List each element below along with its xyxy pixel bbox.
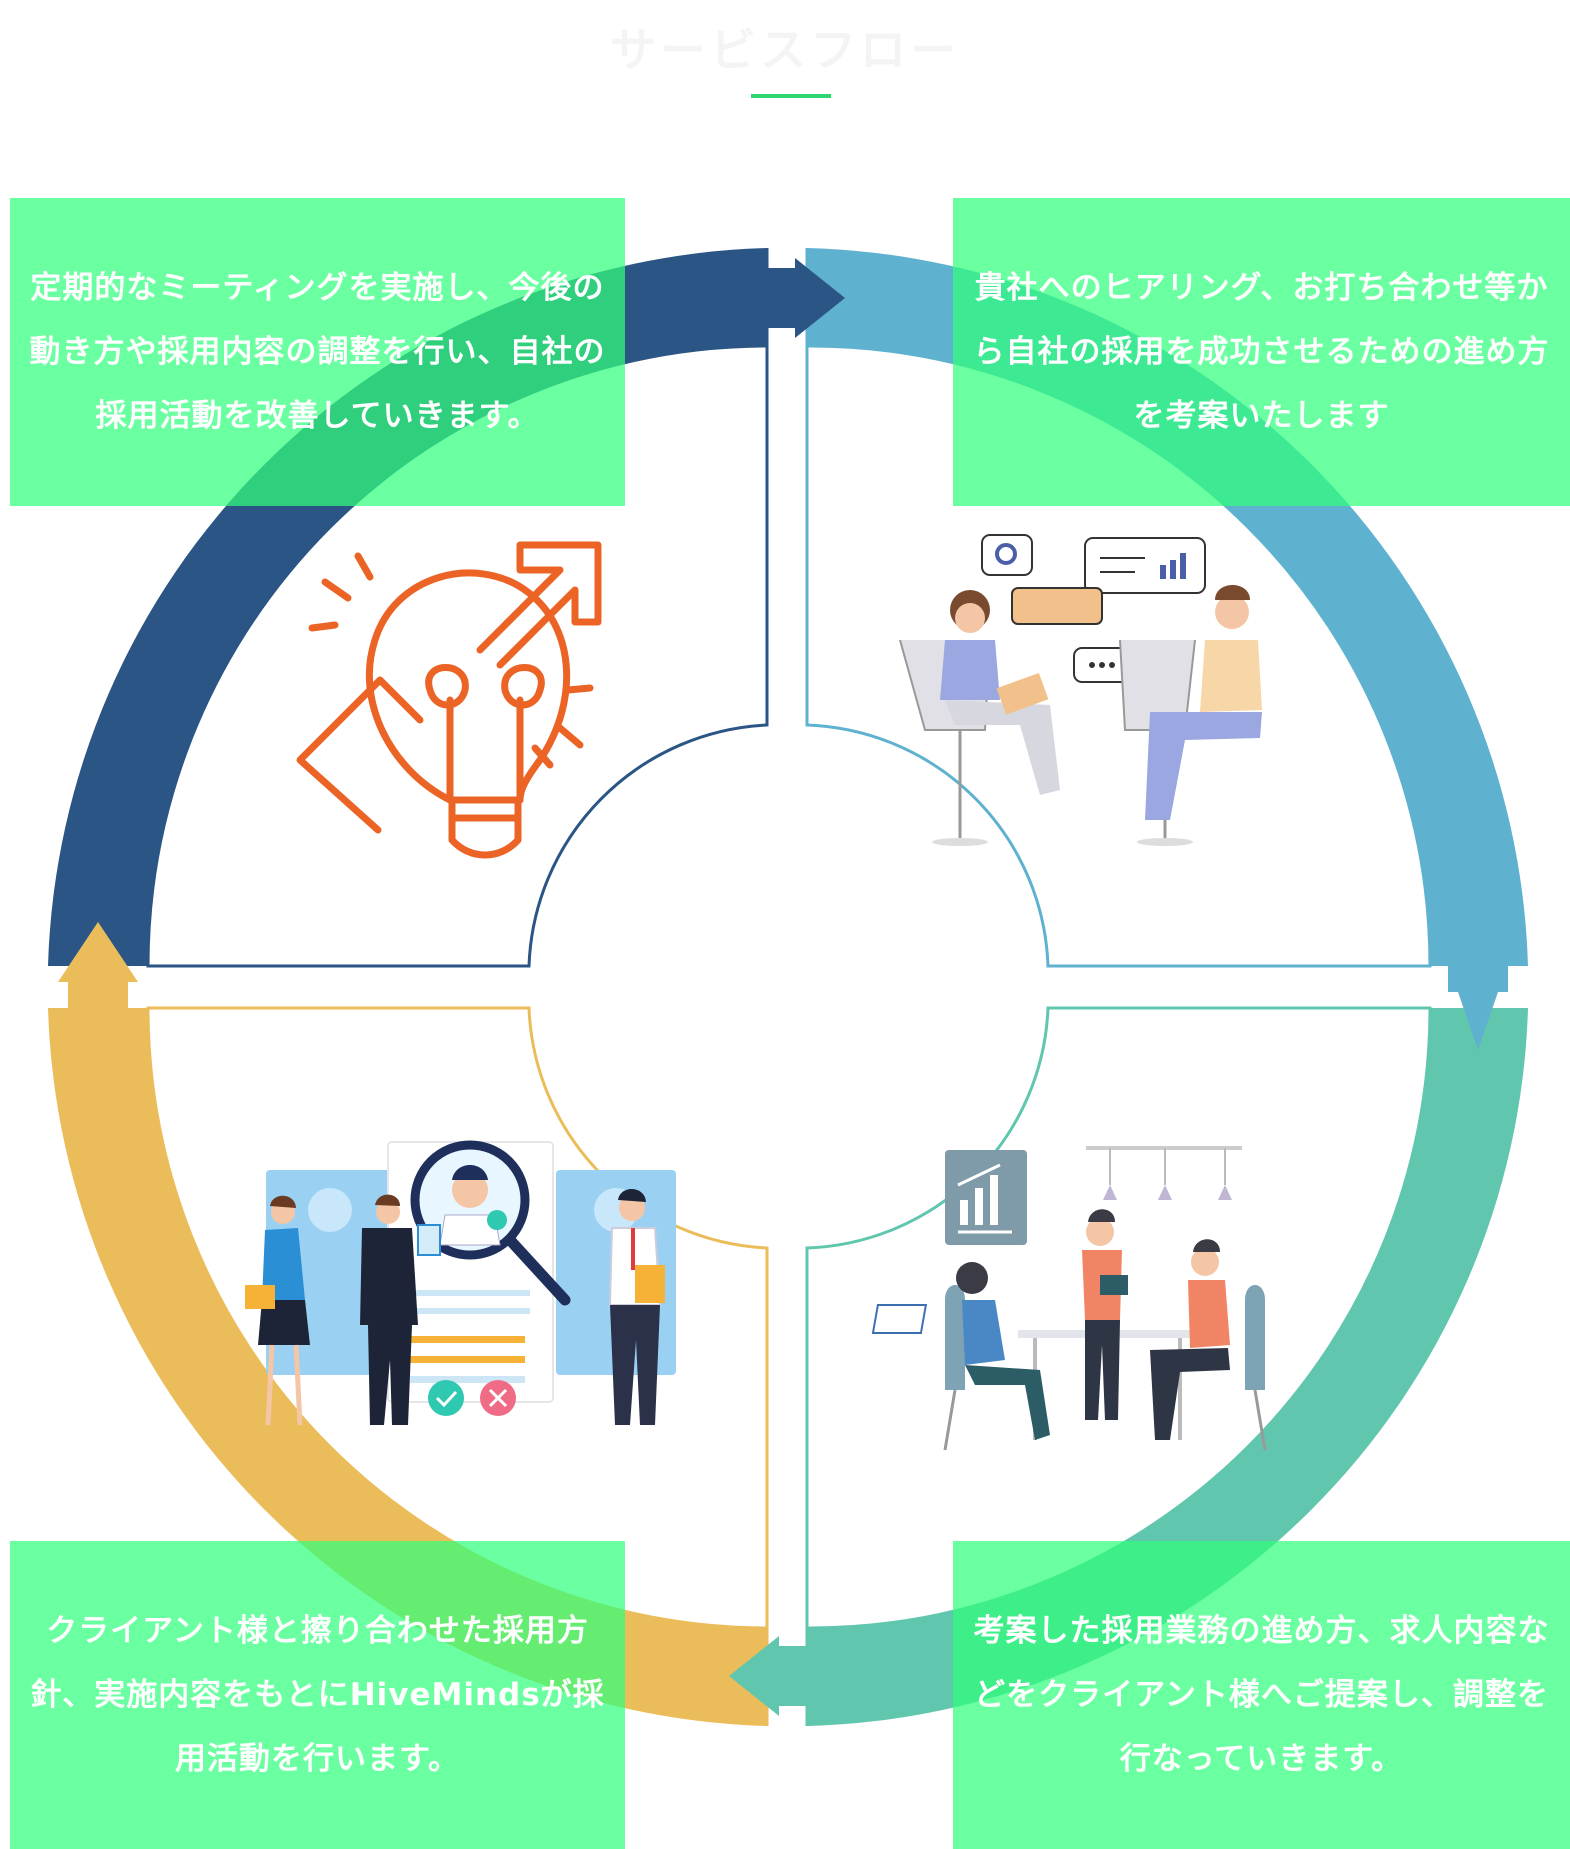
title-underline	[751, 94, 831, 98]
team-meeting-illustration	[871, 1146, 1267, 1451]
lightbulb-growth-icon	[296, 541, 602, 859]
step-text-execution: クライアント様と擦り合わせた採用方針、実施内容をもとにHiveMindsが採用活…	[30, 1613, 605, 1777]
consultation-illustration	[899, 534, 1262, 846]
recruitment-search-illustration	[245, 1140, 676, 1426]
arrow-right-top	[767, 258, 845, 338]
step-box-hearing: 貴社へのヒアリング、お打ち合わせ等から自社の採用を成功させるための進め方を考案い…	[953, 198, 1570, 506]
step-box-execution: クライアント様と擦り合わせた採用方針、実施内容をもとにHiveMindsが採用活…	[10, 1541, 625, 1849]
step-text-proposal: 考案した採用業務の進め方、求人内容などをクライアント様へご提案し、調整を行なって…	[973, 1613, 1550, 1777]
step-box-proposal: 考案した採用業務の進め方、求人内容などをクライアント様へご提案し、調整を行なって…	[953, 1541, 1570, 1849]
step-text-hearing: 貴社へのヒアリング、お打ち合わせ等から自社の採用を成功させるための進め方を考案い…	[973, 270, 1550, 434]
arrow-up-left	[58, 922, 138, 1008]
arrow-left-bottom	[729, 1636, 807, 1716]
step-text-improvement: 定期的なミーティングを実施し、今後の動き方や採用内容の調整を行い、自社の採用活動…	[29, 270, 606, 434]
arrow-down-right	[1448, 966, 1508, 1050]
step-box-improvement: 定期的なミーティングを実施し、今後の動き方や採用内容の調整を行い、自社の採用活動…	[10, 198, 625, 506]
page-title: サービスフロー	[610, 23, 960, 77]
